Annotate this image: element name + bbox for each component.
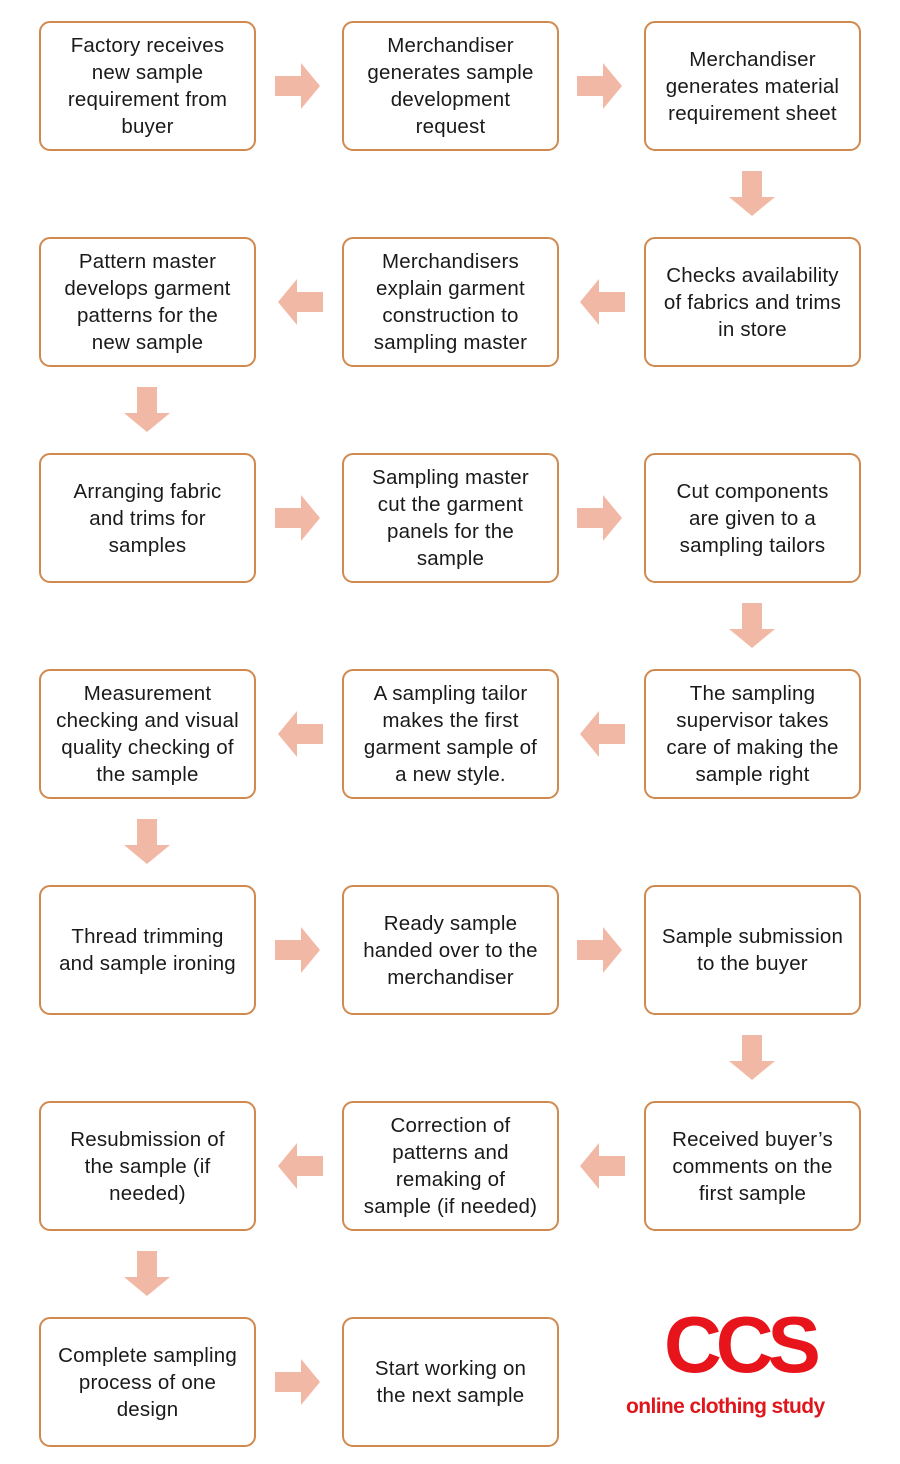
- process-step-label: Merchandisers explain garment constructi…: [373, 250, 528, 354]
- process-step-box: Merchandiser generates sample developmen…: [342, 21, 559, 151]
- process-step-box: Resubmission of the sample (if needed): [39, 1101, 256, 1231]
- arrow-right-icon: [273, 926, 321, 974]
- arrow-down-icon: [123, 385, 171, 433]
- arrow-down-icon: [728, 169, 776, 217]
- arrow-right-icon: [575, 494, 623, 542]
- process-step-box: Sampling master cut the garment panels f…: [342, 453, 559, 583]
- process-step-box: Start working on the next sample: [342, 1317, 559, 1447]
- process-step-box: Arranging fabric and trims for samples: [39, 453, 256, 583]
- process-step-label: A sampling tailor makes the first garmen…: [363, 682, 538, 786]
- process-step-label: Merchandiser generates sample developmen…: [367, 34, 534, 138]
- arrow-left-icon: [277, 710, 325, 758]
- logo-text: online clothing study: [626, 1395, 825, 1418]
- arrow-left-icon: [277, 1142, 325, 1190]
- process-step-label: Arranging fabric and trims for samples: [73, 479, 222, 557]
- process-step-box: Cut components are given to a sampling t…: [644, 453, 861, 583]
- process-step-label: Cut components are given to a sampling t…: [676, 479, 829, 557]
- arrow-right-icon: [575, 926, 623, 974]
- process-step-label: Received buyer’s comments on the first s…: [672, 1127, 833, 1205]
- arrow-right-icon: [273, 62, 321, 110]
- process-step-label: Checks availability of fabrics and trims…: [663, 263, 842, 341]
- process-step-box: Thread trimming and sample ironing: [39, 885, 256, 1015]
- process-step-box: Ready sample handed over to the merchand…: [342, 885, 559, 1015]
- process-step-label: Thread trimming and sample ironing: [59, 925, 236, 975]
- process-step-box: Pattern master develops garment patterns…: [39, 237, 256, 367]
- arrow-right-icon: [575, 62, 623, 110]
- process-step-label: Measurement checking and visual quality …: [56, 682, 239, 786]
- process-step-box: Merchandiser generates material requirem…: [644, 21, 861, 151]
- process-step-box: Factory receives new sample requirement …: [39, 21, 256, 151]
- arrow-down-icon: [123, 1249, 171, 1297]
- process-step-box: Merchandisers explain garment constructi…: [342, 237, 559, 367]
- process-step-box: The sampling supervisor takes care of ma…: [644, 669, 861, 799]
- process-step-box: Checks availability of fabrics and trims…: [644, 237, 861, 367]
- process-step-box: Correction of patterns and remaking of s…: [342, 1101, 559, 1231]
- process-step-label: Ready sample handed over to the merchand…: [363, 911, 538, 989]
- process-step-label: Sampling master cut the garment panels f…: [372, 466, 529, 570]
- arrow-down-icon: [123, 817, 171, 865]
- process-step-box: Measurement checking and visual quality …: [39, 669, 256, 799]
- arrow-left-icon: [579, 710, 627, 758]
- arrow-right-icon: [273, 494, 321, 542]
- arrow-left-icon: [579, 1142, 627, 1190]
- process-step-label: Resubmission of the sample (if needed): [70, 1127, 225, 1205]
- process-step-label: Factory receives new sample requirement …: [67, 34, 228, 138]
- arrow-left-icon: [277, 278, 325, 326]
- arrow-down-icon: [728, 601, 776, 649]
- process-step-label: Merchandiser generates material requirem…: [665, 47, 840, 125]
- process-step-label: Start working on the next sample: [374, 1357, 527, 1407]
- process-step-box: Complete sampling process of one design: [39, 1317, 256, 1447]
- process-step-label: Correction of patterns and remaking of s…: [363, 1114, 538, 1218]
- logo-mark: CCS: [664, 1300, 821, 1389]
- process-step-box: Sample submission to the buyer: [644, 885, 861, 1015]
- arrow-down-icon: [728, 1033, 776, 1081]
- process-step-label: Complete sampling process of one design: [58, 1343, 237, 1421]
- arrow-right-icon: [273, 1358, 321, 1406]
- ccs-logo: CCS online clothing study: [620, 1302, 860, 1432]
- process-step-label: The sampling supervisor takes care of ma…: [666, 682, 839, 786]
- process-step-box: Received buyer’s comments on the first s…: [644, 1101, 861, 1231]
- process-step-label: Pattern master develops garment patterns…: [64, 250, 231, 354]
- arrow-left-icon: [579, 278, 627, 326]
- process-step-box: A sampling tailor makes the first garmen…: [342, 669, 559, 799]
- process-step-label: Sample submission to the buyer: [661, 925, 844, 975]
